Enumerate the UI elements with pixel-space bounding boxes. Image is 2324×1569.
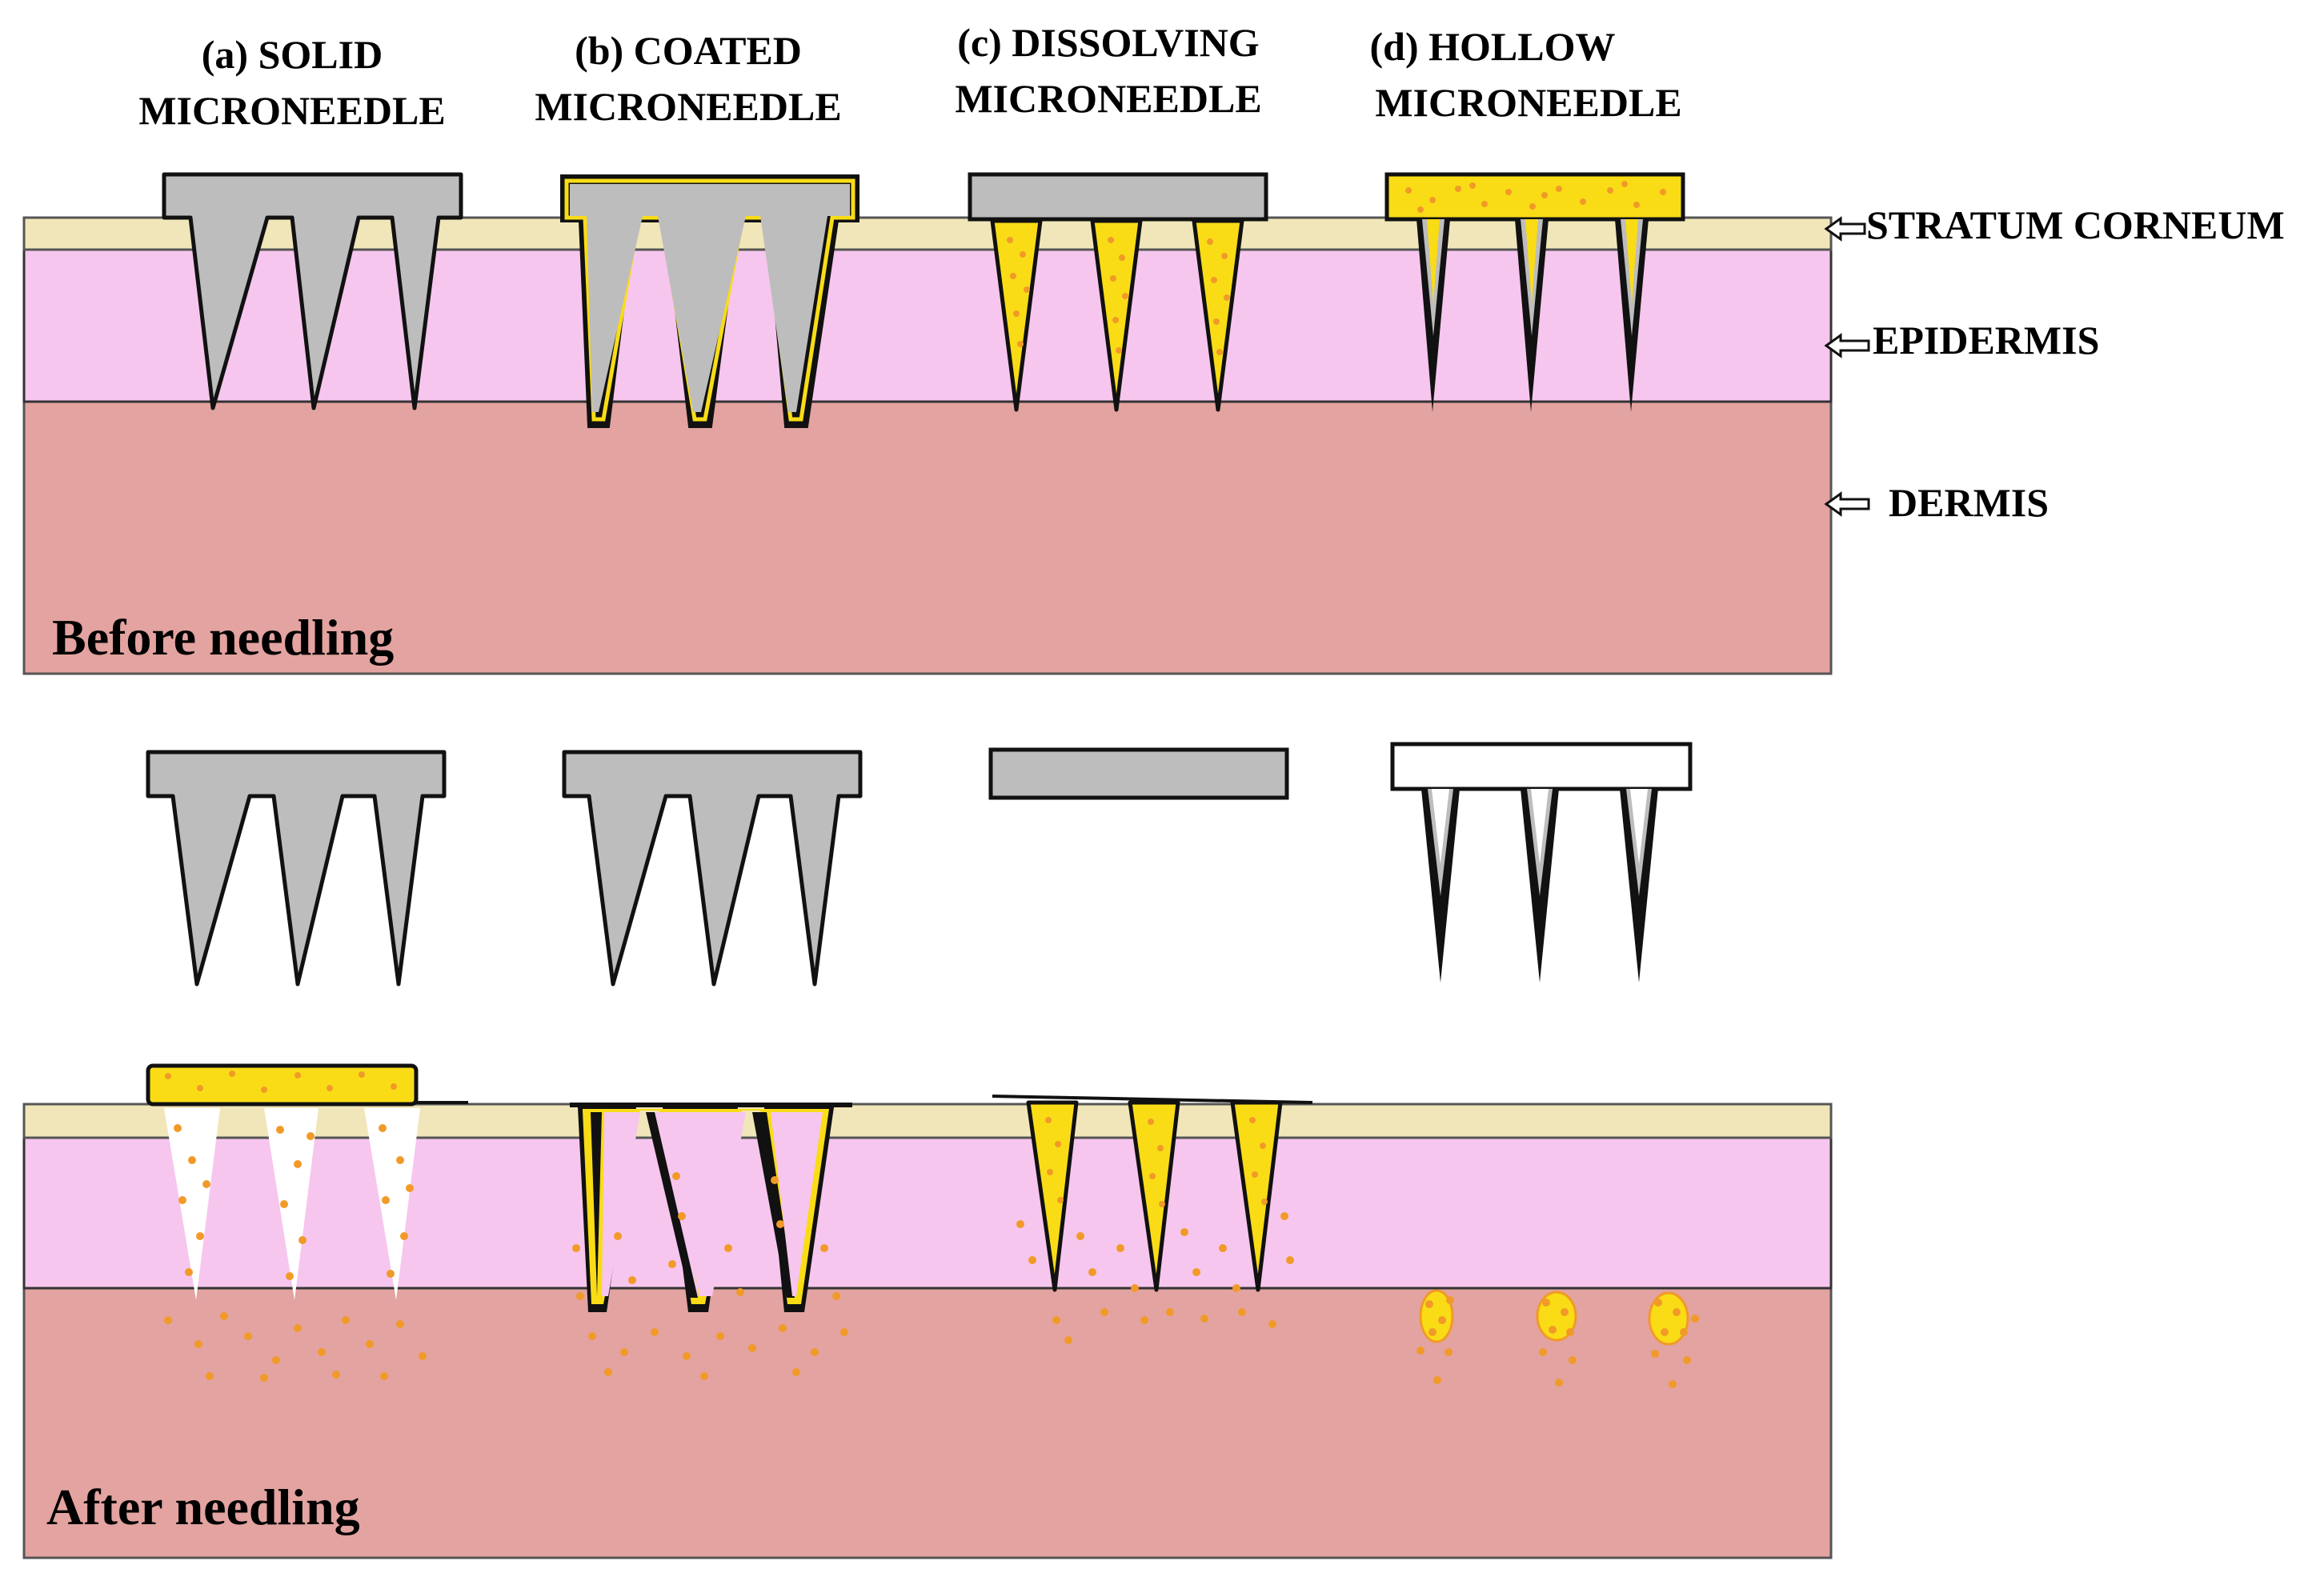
drug-particles-after-coated bbox=[572, 1172, 848, 1380]
layer-labels: STRATUM CORNEUM EPIDERMIS DERMIS bbox=[1824, 202, 2285, 525]
after-epidermis bbox=[22, 1136, 1833, 1290]
title-c-line2: MICRONEEDLE bbox=[955, 76, 1261, 121]
epidermis-label: EPIDERMIS bbox=[1873, 318, 2099, 362]
after-label: After needling bbox=[46, 1479, 360, 1535]
before-dissolving-microneedle bbox=[968, 172, 1268, 412]
removed-coated-microneedle bbox=[562, 750, 863, 987]
drug-particles-after-dissolving bbox=[1016, 1117, 1294, 1344]
drug-particles-after-solid bbox=[164, 1071, 427, 1382]
stratum-arrow bbox=[1824, 216, 1866, 242]
after-dissolving-microneedle bbox=[992, 1095, 1313, 1292]
epidermis-arrow bbox=[1824, 333, 1870, 358]
before-hollow-microneedle bbox=[1384, 172, 1685, 412]
drug-particles-before-dissolving bbox=[1007, 237, 1230, 355]
before-label: Before needling bbox=[52, 609, 394, 666]
removed-microneedles bbox=[146, 742, 1693, 987]
title-c-line1: (c) DISSOLVING bbox=[957, 20, 1259, 65]
removed-dissolving-backing bbox=[988, 747, 1289, 800]
removed-hollow-microneedle bbox=[1390, 742, 1693, 983]
before-panel: Before needling bbox=[22, 172, 1833, 675]
title-d-line2: MICRONEEDLE bbox=[1375, 80, 1681, 125]
title-a-line1: (a) SOLID bbox=[202, 32, 383, 77]
after-solid-drug-patch bbox=[146, 1063, 468, 1300]
after-coated-microneedle bbox=[570, 1103, 852, 1312]
removed-solid-microneedle bbox=[146, 750, 447, 987]
after-stratum bbox=[22, 1103, 1833, 1139]
stratum-label: STRATUM CORNEUM bbox=[1866, 202, 2285, 247]
after-panel: After needling bbox=[22, 1063, 1833, 1559]
drug-particles-after-hollow bbox=[1416, 1296, 1699, 1388]
drug-particles-before-hollow bbox=[1405, 181, 1666, 213]
dermis-arrow bbox=[1824, 491, 1870, 517]
before-coated-microneedle bbox=[560, 174, 859, 428]
column-titles: (a) SOLID MICRONEEDLE (b) COATED MICRONE… bbox=[138, 20, 1681, 133]
title-b-line2: MICRONEEDLE bbox=[535, 84, 841, 129]
title-d-line1: (d) HOLLOW bbox=[1370, 24, 1616, 69]
title-a-line2: MICRONEEDLE bbox=[138, 88, 445, 133]
dermis-label: DERMIS bbox=[1889, 480, 2049, 525]
before-solid-microneedle bbox=[162, 172, 463, 410]
title-b-line1: (b) COATED bbox=[575, 28, 802, 73]
before-epidermis bbox=[22, 248, 1833, 403]
